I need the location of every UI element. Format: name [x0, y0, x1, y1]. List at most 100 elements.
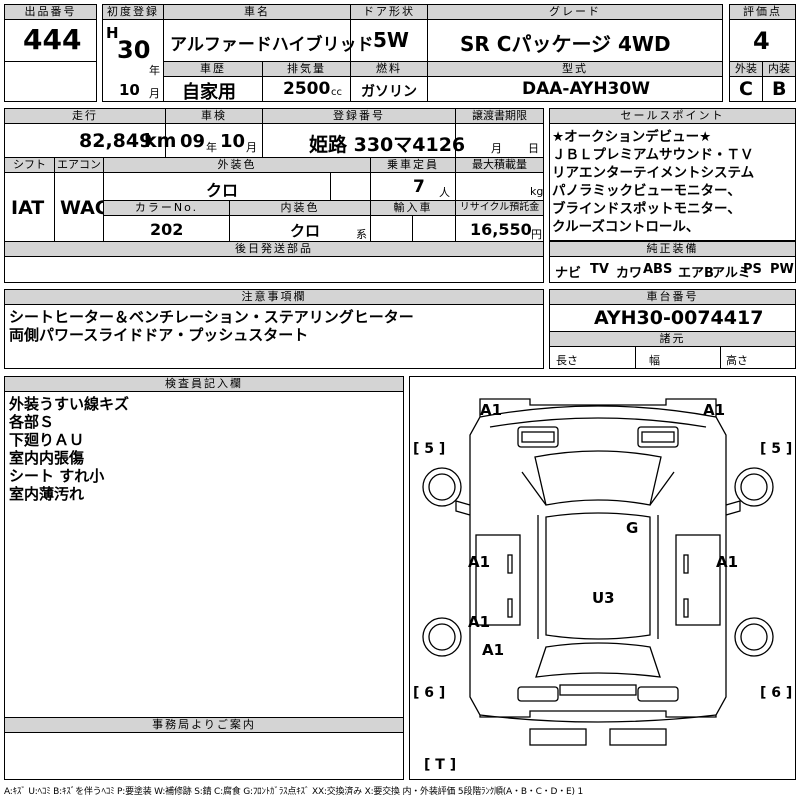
displacement-value: 2500 — [283, 79, 331, 99]
office-cell — [4, 732, 404, 780]
exterior-color-header: 外装色 — [103, 157, 371, 173]
equipment-leather: カワ — [616, 266, 643, 281]
inspector-line: 室内薄汚れ — [9, 485, 85, 503]
ext-grade-value: C — [739, 78, 753, 100]
recycle-cell: 16,550 円 — [455, 215, 544, 242]
sales-point-line: パノラミックビューモニター、 — [552, 183, 741, 199]
import-divider — [412, 216, 413, 242]
import-header: 輸入車 — [370, 200, 456, 216]
note-line: 両側パワースライドドア・プッシュスタート — [9, 326, 309, 344]
transfer-header: 譲渡書期限 — [455, 108, 544, 124]
inspector-line: 各部Ｓ — [9, 413, 55, 431]
notes-header: 注意事項欄 — [4, 289, 544, 305]
chassis-header: 車台番号 — [549, 289, 796, 305]
first-reg-era: H — [106, 24, 119, 42]
registration-value: 姫路 330マ4126 — [309, 134, 466, 156]
history-cell: 自家用 — [163, 76, 263, 103]
shift-value: IAT — [11, 197, 45, 219]
first-reg-year-unit: 年 — [149, 64, 160, 77]
int-grade-value: B — [772, 78, 787, 100]
car-outline-svg — [422, 398, 774, 746]
bracket-rear-right: [ 6 ] — [760, 685, 793, 701]
dimensions-cell: 長さ 幅 高さ — [549, 346, 796, 369]
score-cell: 4 — [729, 19, 796, 62]
model-value: DAA-AYH30W — [522, 79, 650, 99]
notes-list: シートヒーター＆ベンチレーション・ステアリングヒーター 両側パワースライドドア・… — [9, 308, 414, 344]
ext-grade-cell: C — [729, 76, 763, 102]
dimensions-header: 諸元 — [549, 331, 796, 347]
car-name: アルファードハイブリッド — [170, 35, 374, 55]
sales-points-list: ★オークションデビュー★ ＪＢＬプレミアムサウンド・ＴＶ リアエンターテイメント… — [552, 128, 754, 236]
shift-cell: IAT — [4, 172, 55, 242]
mileage-unit: km — [144, 130, 177, 152]
inspection-month-unit: 月 — [246, 141, 257, 154]
sales-point-line: ＪＢＬプレミアムサウンド・ＴＶ — [552, 147, 754, 163]
office-header: 事務局よりご案内 — [4, 717, 404, 733]
mark-front-right: A1 — [703, 401, 726, 419]
damage-diagram: A1 A1 G A1 A1 U3 A1 A1 [ 5 ] [ 5 ] [ 6 ]… — [409, 376, 796, 780]
lot-header: 出品番号 — [4, 4, 97, 20]
recycle-value: 16,550 — [470, 220, 532, 239]
equipment-abs: ABS — [643, 262, 673, 277]
mark-front-left: A1 — [480, 401, 503, 419]
displacement-unit: cc — [331, 87, 342, 98]
inspector-line: 下廻りＡＵ — [9, 431, 85, 449]
door-header: ドア形状 — [350, 4, 428, 20]
later-parts-cell — [4, 256, 544, 283]
grade-value: SR Cパッケージ 4WD — [460, 32, 671, 56]
score-value: 4 — [753, 27, 770, 55]
lot-cell: 444 — [4, 19, 97, 62]
capacity-header: 乗車定員 — [370, 157, 456, 173]
notes-cell: シートヒーター＆ベンチレーション・ステアリングヒーター 両側パワースライドドア・… — [4, 304, 544, 369]
first-reg-header: 初度登録 — [102, 4, 164, 20]
bracket-front-right: [ 5 ] — [760, 441, 793, 457]
registration-cell: 姫路 330マ4126 — [262, 123, 465, 158]
mileage-value: 82,849 — [79, 130, 153, 152]
max-load-cell: kg — [455, 172, 544, 201]
door-type: 5W — [373, 28, 409, 52]
capacity-value: 7 — [413, 177, 425, 197]
bracket-trunk: [ T ] — [424, 757, 457, 773]
mark-left-door: A1 — [468, 553, 491, 571]
aircon-header: エアコン — [54, 157, 104, 173]
mark-roof: U3 — [592, 589, 615, 607]
inspector-line: 室内内張傷 — [9, 449, 85, 467]
dimension-height-label: 高さ — [726, 354, 748, 367]
chassis-cell: AYH30-0074417 — [549, 304, 796, 332]
equipment-pw: PW — [770, 262, 794, 277]
inspector-list: 外装うすい線キズ 各部Ｓ 下廻りＡＵ 室内内張傷 シート すれ小 室内薄汚れ — [9, 395, 129, 503]
fuel-value: ガソリン — [361, 84, 417, 100]
mark-right-door: A1 — [716, 553, 739, 571]
registration-header: 登録番号 — [262, 108, 456, 124]
bracket-rear-left: [ 6 ] — [413, 685, 446, 701]
equipment-alloy: アルミ — [712, 266, 751, 281]
inspection-month: 10 — [220, 131, 246, 152]
displacement-cell: 2500 cc — [262, 76, 351, 102]
door-cell: 5W — [350, 19, 428, 62]
history-header: 車歴 — [163, 61, 263, 77]
ext-grade-header: 外装 — [729, 61, 763, 77]
sales-point-line: ブラインドスポットモニター、 — [552, 201, 741, 217]
first-reg-month: 10 — [119, 81, 140, 99]
color-no-value: 202 — [150, 220, 184, 239]
transfer-day-unit: 日 — [528, 142, 539, 155]
color-no-cell: 202 — [103, 215, 230, 242]
exterior-color-cell: クロ — [103, 172, 331, 201]
dimension-divider — [635, 347, 636, 369]
inspector-cell: 外装うすい線キズ 各部Ｓ 下廻りＡＵ 室内内張傷 シート すれ小 室内薄汚れ — [4, 391, 404, 718]
bracket-front-left: [ 5 ] — [413, 441, 446, 457]
import-cell — [370, 215, 456, 242]
aircon-cell: WAC — [54, 172, 109, 242]
equipment-airbag: エアB — [678, 266, 714, 281]
mark-left-rear-door: A1 — [468, 613, 491, 631]
transfer-month-unit: 月 — [491, 142, 502, 155]
mileage-cell: 82,849 km — [4, 123, 176, 158]
max-load-header: 最大積載量 — [455, 157, 544, 173]
lot-blank — [4, 61, 97, 102]
mark-windshield: G — [626, 519, 639, 537]
transfer-cell: 月 日 — [455, 123, 544, 158]
model-header: 型式 — [427, 61, 723, 77]
car-name-cell: アルファードハイブリッド — [163, 19, 374, 62]
displacement-header: 排気量 — [262, 61, 351, 77]
first-reg-cell: H 30 年 10 月 — [102, 19, 164, 102]
